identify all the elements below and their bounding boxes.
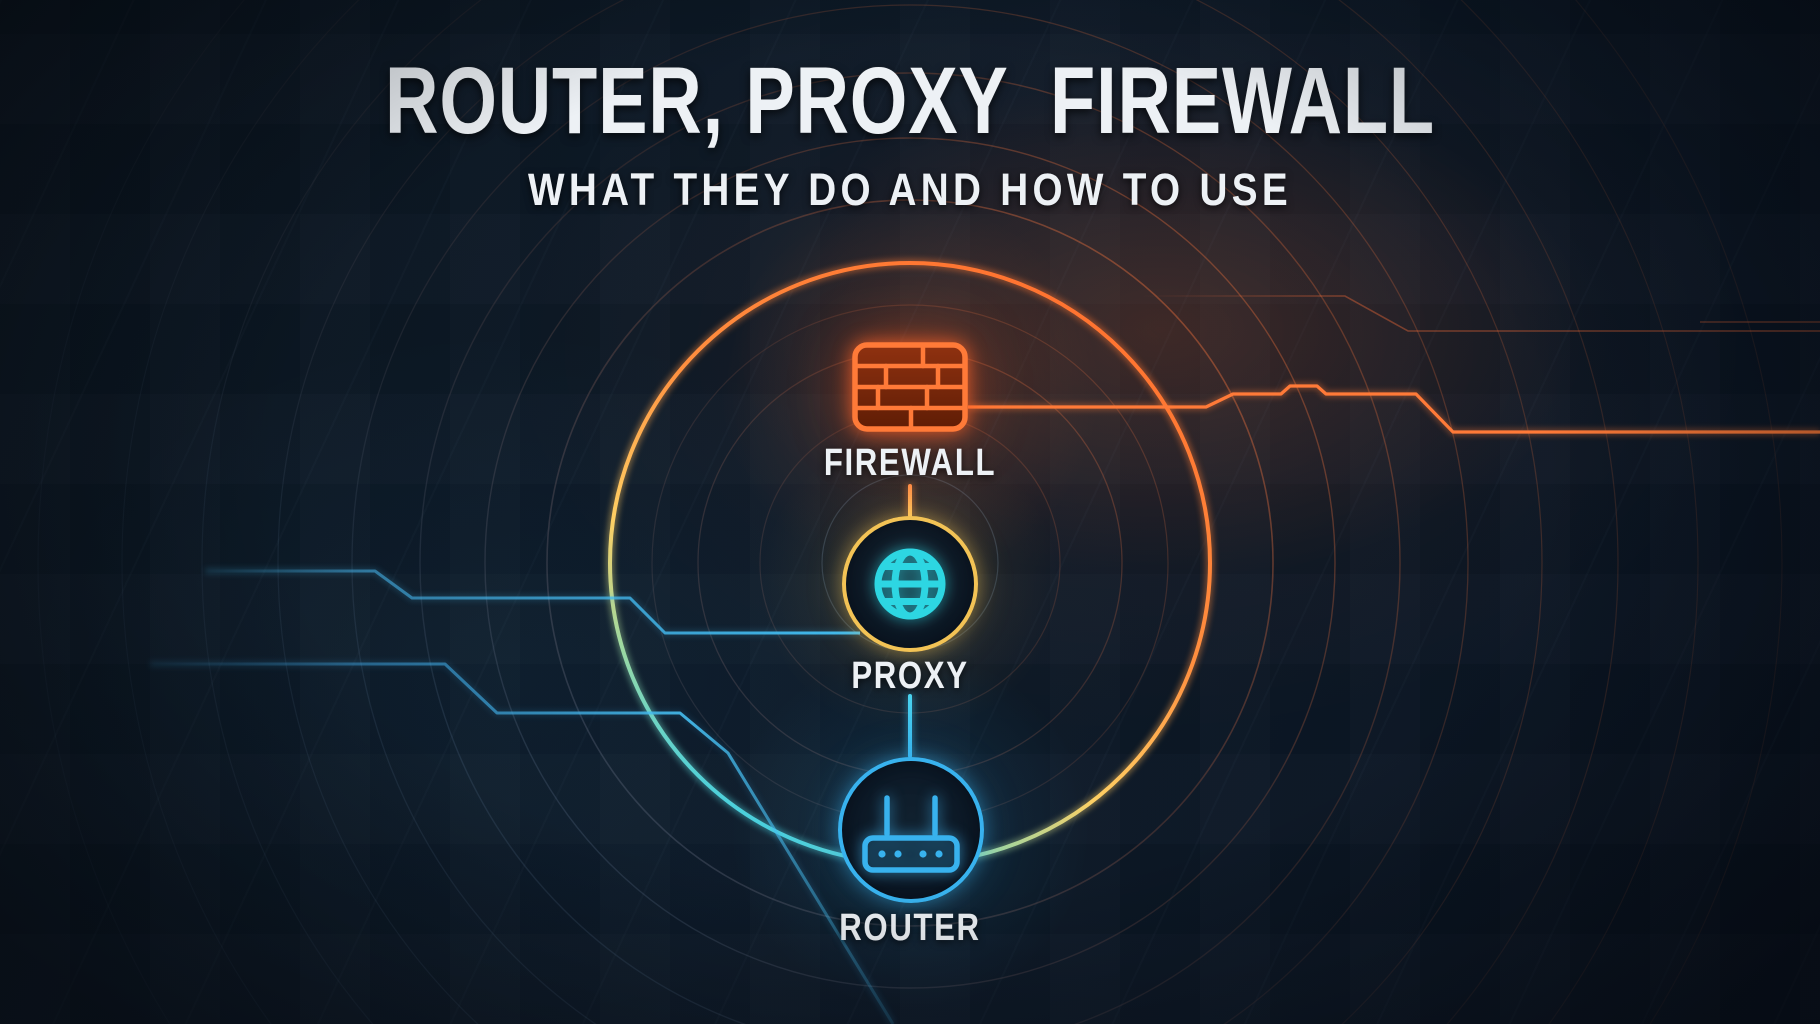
proxy-router-connector (908, 694, 912, 758)
router-node (838, 757, 984, 903)
firewall-proxy-connector (908, 484, 912, 518)
page-subtitle: WHAT THEY DO AND HOW TO USE (528, 164, 1292, 215)
router-label: ROUTER (839, 907, 981, 949)
cyan-circuit-traces (150, 567, 896, 1024)
firewall-label: FIREWALL (823, 442, 997, 484)
page-title: ROUTER, PROXY FIREWALL (385, 48, 1435, 154)
orange-circuit-trace (968, 295, 1820, 436)
firewall-brick-wall-icon (852, 342, 968, 432)
globe-icon (874, 548, 946, 620)
proxy-node (842, 516, 978, 652)
proxy-label: PROXY (851, 655, 969, 697)
wifi-router-icon (862, 795, 960, 873)
